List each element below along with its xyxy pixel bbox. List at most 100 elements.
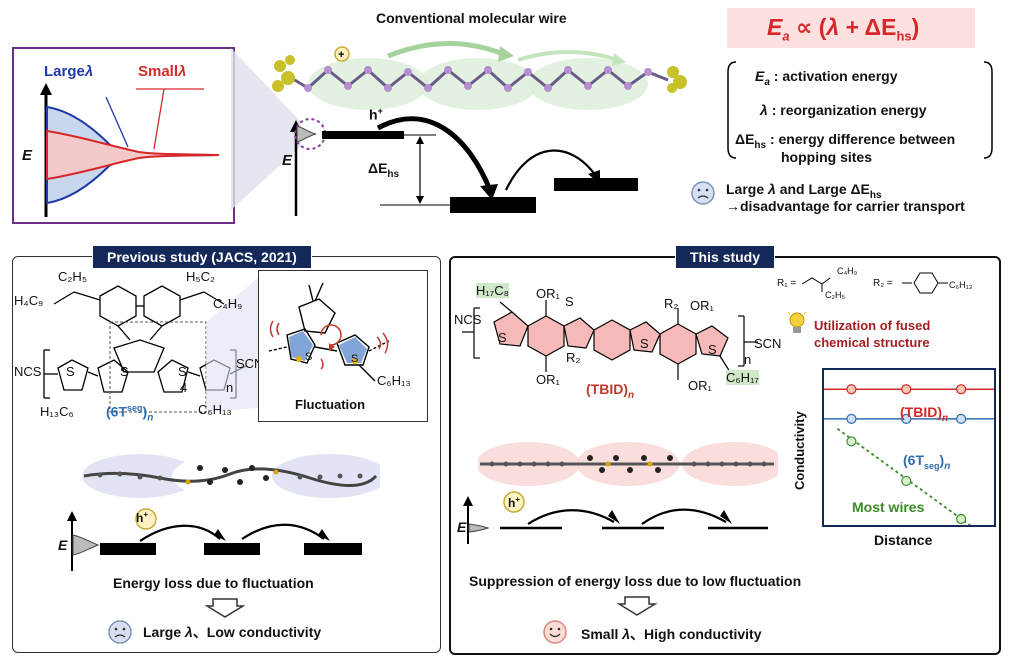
tbid-suppress-text: Suppression of energy loss due to low fl… — [469, 573, 802, 589]
fluct-c6h13: C₆H₁₃ — [377, 373, 411, 388]
top-hplus: h+ — [369, 106, 383, 123]
chem-s-3: S — [178, 364, 187, 379]
bad-line-1: Large λ and Large ΔEhs — [726, 181, 882, 201]
tbid-s-4: S — [708, 342, 717, 357]
inset-axis-e: E — [22, 147, 33, 164]
lambda-inset: Largeλ Smallλ E — [12, 47, 235, 224]
top-axis-e: E — [282, 152, 293, 169]
series-label-6tseg: (6Tseg)n — [903, 452, 951, 472]
chem-s-1: S — [66, 364, 75, 379]
tbid-ncs: NCS — [454, 312, 482, 327]
tbid-name: (TBID)n — [586, 381, 635, 401]
tbid-wire-drawing — [478, 442, 778, 486]
conventional-title: Conventional molecular wire — [376, 10, 567, 26]
happy-face-icon — [543, 620, 567, 644]
tbid-structure — [462, 300, 758, 380]
conventional-wire-drawing: + — [272, 41, 687, 110]
tbid-c6h17: C₆H₁₇ — [726, 370, 759, 385]
chem-n: n — [226, 380, 234, 395]
r2-phenyl-drawing — [902, 272, 948, 294]
previous-wire-drawing — [82, 454, 380, 498]
chem-c6h13: C₆H₁₃ — [198, 402, 232, 417]
formula-box: Ea ∝ (λ + ΔEhs) — [727, 8, 975, 48]
def-ea: Ea : activation energy — [755, 68, 898, 88]
def-dehs-line2: hopping sites — [781, 149, 872, 165]
chem-ncs: NCS — [14, 364, 42, 379]
small-lambda-curve — [46, 129, 220, 181]
tbid-or1-3: OR₁ — [690, 298, 714, 313]
tbid-r2-1: R₂ — [664, 296, 679, 311]
tbid-s-3: S — [498, 330, 507, 345]
tbid-or1-1: OR₁ — [536, 286, 560, 301]
series-1-point-0 — [846, 413, 857, 424]
series-0-point-1 — [901, 384, 912, 395]
conductivity-chart — [824, 384, 994, 529]
r1-chain-drawing — [801, 277, 831, 292]
series-0-point-0 — [846, 384, 857, 395]
fused-note-2: chemical structure — [814, 335, 930, 350]
tbid-result-text: Small λ、High conductivity — [581, 626, 762, 642]
site-2-level — [450, 197, 536, 213]
site-1-level — [322, 131, 404, 139]
fluct-s-2: S — [351, 353, 359, 365]
chem-c2h5: C₂H₅ — [58, 269, 88, 284]
this-study-header: This study — [675, 245, 776, 269]
definition-brackets — [727, 61, 993, 159]
fluctuation-drawing — [268, 282, 390, 382]
r2-c6h13: C₆H₁₃ — [949, 280, 973, 290]
down-arrow-icon — [205, 598, 245, 618]
fluctuation-label: Fluctuation — [295, 397, 366, 412]
tbid-hplus: h+ — [508, 495, 521, 510]
series-line-2 — [836, 428, 974, 529]
svg-text:+: + — [338, 49, 344, 61]
sad-face-icon-previous — [108, 620, 132, 644]
conductivity-chart-frame — [822, 368, 996, 529]
tbid-energy-diagram — [463, 491, 768, 544]
chem-c4h9: C₄H₉ — [213, 296, 243, 311]
6tseg-structure — [43, 278, 258, 413]
series-1-point-2 — [955, 413, 967, 424]
previous-result-text: Large λ、Low conductivity — [143, 624, 322, 640]
zoom-wedge — [231, 48, 301, 210]
formula-text: Ea ∝ (λ + ΔEhs) — [767, 14, 920, 44]
series-1-point-1 — [901, 413, 912, 424]
chart-ylabel: Conductivity — [792, 411, 807, 490]
large-pointer — [105, 96, 129, 148]
r1-label: R₁ = — [777, 278, 797, 289]
def-lambda: λ : reorganization energy — [760, 102, 927, 118]
series-2-point-2 — [955, 513, 967, 525]
chem-h4c9: H₄C₉ — [14, 293, 44, 308]
lightbulb-icon — [787, 311, 807, 333]
chart-xlabel: Distance — [874, 532, 933, 548]
r1-c2h5: C₂H₅ — [825, 290, 846, 300]
tbid-s-1: S — [565, 294, 574, 309]
def-dehs: ΔEhs : energy difference between — [735, 131, 956, 151]
previous-energy-diagram — [67, 508, 362, 571]
top-delta-ehs: ΔEhs — [368, 160, 400, 180]
series-label-most-wires: Most wires — [852, 499, 925, 515]
tbid-or1-4: OR₁ — [688, 378, 712, 393]
large-lambda-label: Largeλ — [44, 63, 94, 80]
tbid-s-2: S — [640, 336, 649, 351]
fused-note-1: Utilization of fused — [814, 318, 931, 333]
site-3-level — [554, 178, 638, 191]
bad-line-2: →disadvantage for carrier transport — [726, 198, 965, 214]
r2-label: R₂ = — [873, 278, 893, 289]
chem-s-2: S — [120, 364, 129, 379]
series-0-point-2 — [955, 384, 967, 395]
chem-4: 4 — [180, 380, 188, 395]
tbid-axis-e: E — [457, 519, 467, 535]
fluctuation-inset: C₆H₁₃ S S Fluctuation — [258, 270, 428, 422]
tbid-n: n — [744, 352, 752, 367]
e-axis-arrow-icon — [40, 83, 52, 95]
top-energy-diagram — [290, 116, 638, 216]
tbid-h17c8: H₁₇C₈ — [476, 283, 510, 298]
tbid-r2-2: R₂ — [566, 350, 581, 365]
fluct-s-1: S — [305, 351, 313, 363]
r1-c4h9: C₄H₉ — [837, 266, 858, 276]
chem-h13c6: H₁₃C₆ — [40, 404, 74, 419]
lambda-distribution-plot — [40, 83, 220, 217]
tbid-or1-2: OR₁ — [536, 372, 560, 387]
6tseg-name: (6Tseg)n — [106, 403, 154, 424]
tbid-scn: SCN — [754, 336, 782, 351]
